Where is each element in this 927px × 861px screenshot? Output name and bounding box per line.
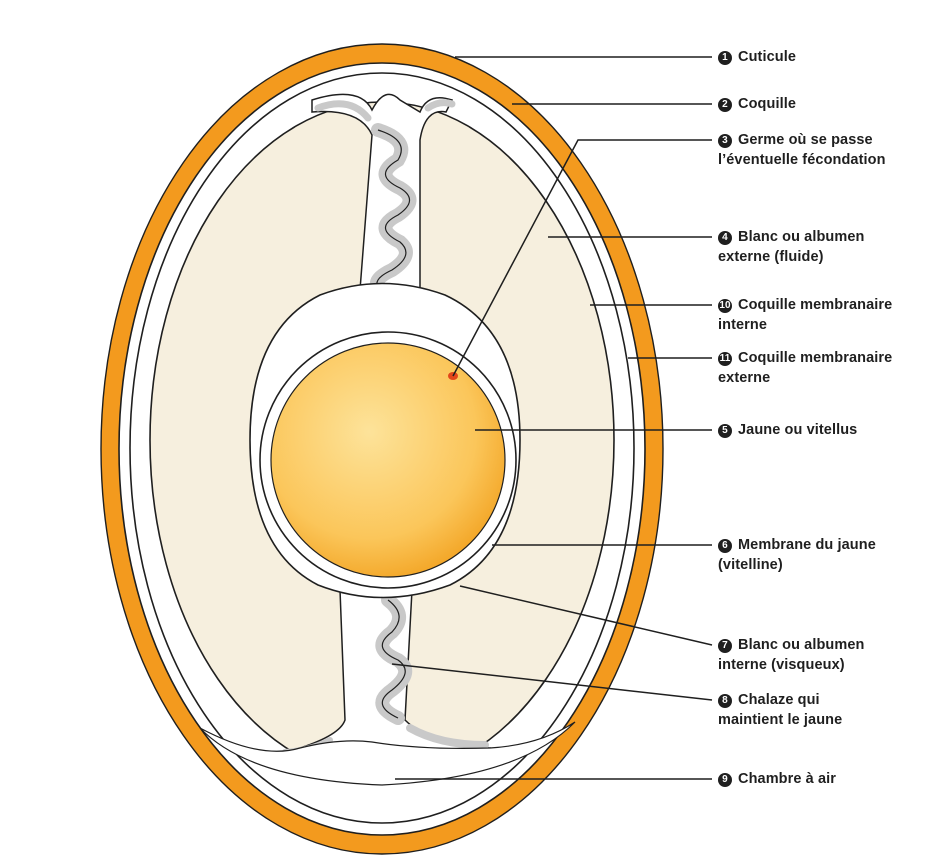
- number-badge: 10: [718, 299, 732, 313]
- label-text-line2: maintient le jaune: [718, 712, 843, 728]
- label-text: Coquille membranaire: [738, 350, 893, 366]
- number-badge: 5: [718, 424, 732, 438]
- number-badge: 6: [718, 539, 732, 553]
- chalaza-top: [311, 93, 456, 297]
- label-blanc-interne: 7 Blanc ou albumen interne (visqueux): [718, 635, 864, 675]
- label-text-line2: interne: [718, 317, 768, 333]
- number-badge: 1: [718, 51, 732, 65]
- leader-chalaze: [391, 663, 713, 701]
- label-text: Coquille: [738, 96, 796, 112]
- number-badge: 4: [718, 231, 732, 245]
- label-text-line2: l’éventuelle fécondation: [718, 152, 886, 168]
- number-badge: 9: [718, 773, 732, 787]
- label-text-line2: (vitelline): [718, 557, 783, 573]
- label-cuticule: 1 Cuticule: [718, 47, 796, 67]
- label-coquille-membranaire-interne: 10 Coquille membranaire interne: [718, 295, 892, 335]
- number-badge: 11: [718, 352, 732, 366]
- leader-germe: [452, 139, 712, 377]
- label-membrane-jaune: 6 Membrane du jaune (vitelline): [718, 535, 876, 575]
- label-chambre-air: 9 Chambre à air: [718, 769, 836, 789]
- label-text: Chalaze qui: [738, 692, 820, 708]
- label-text: Coquille membranaire: [738, 297, 893, 313]
- label-chalaze: 8 Chalaze qui maintient le jaune: [718, 690, 842, 730]
- number-badge: 8: [718, 694, 732, 708]
- label-text-line2: externe: [718, 370, 771, 386]
- label-text: Germe où se passe: [738, 132, 873, 148]
- label-text: Cuticule: [738, 49, 796, 65]
- label-text: Blanc ou albumen: [738, 229, 865, 245]
- number-badge: 2: [718, 98, 732, 112]
- leader-blanc-interne: [459, 585, 713, 646]
- label-coquille: 2 Coquille: [718, 94, 796, 114]
- label-text: Membrane du jaune: [738, 537, 876, 553]
- number-badge: 7: [718, 639, 732, 653]
- number-badge: 3: [718, 134, 732, 148]
- label-text: Jaune ou vitellus: [738, 422, 858, 438]
- air-chamber: [199, 721, 576, 786]
- leader-lines: [391, 56, 713, 780]
- label-jaune: 5 Jaune ou vitellus: [718, 420, 857, 440]
- yolk: [270, 342, 506, 578]
- label-text-line2: interne (visqueux): [718, 657, 845, 673]
- label-coquille-membranaire-externe: 11 Coquille membranaire externe: [718, 348, 892, 388]
- label-text: Blanc ou albumen: [738, 637, 865, 653]
- label-text: Chambre à air: [738, 771, 837, 787]
- label-germe: 3 Germe où se passe l’éventuelle fécondat…: [718, 130, 886, 170]
- label-blanc-externe: 4 Blanc ou albumen externe (fluide): [718, 227, 864, 267]
- label-text-line2: externe (fluide): [718, 249, 824, 265]
